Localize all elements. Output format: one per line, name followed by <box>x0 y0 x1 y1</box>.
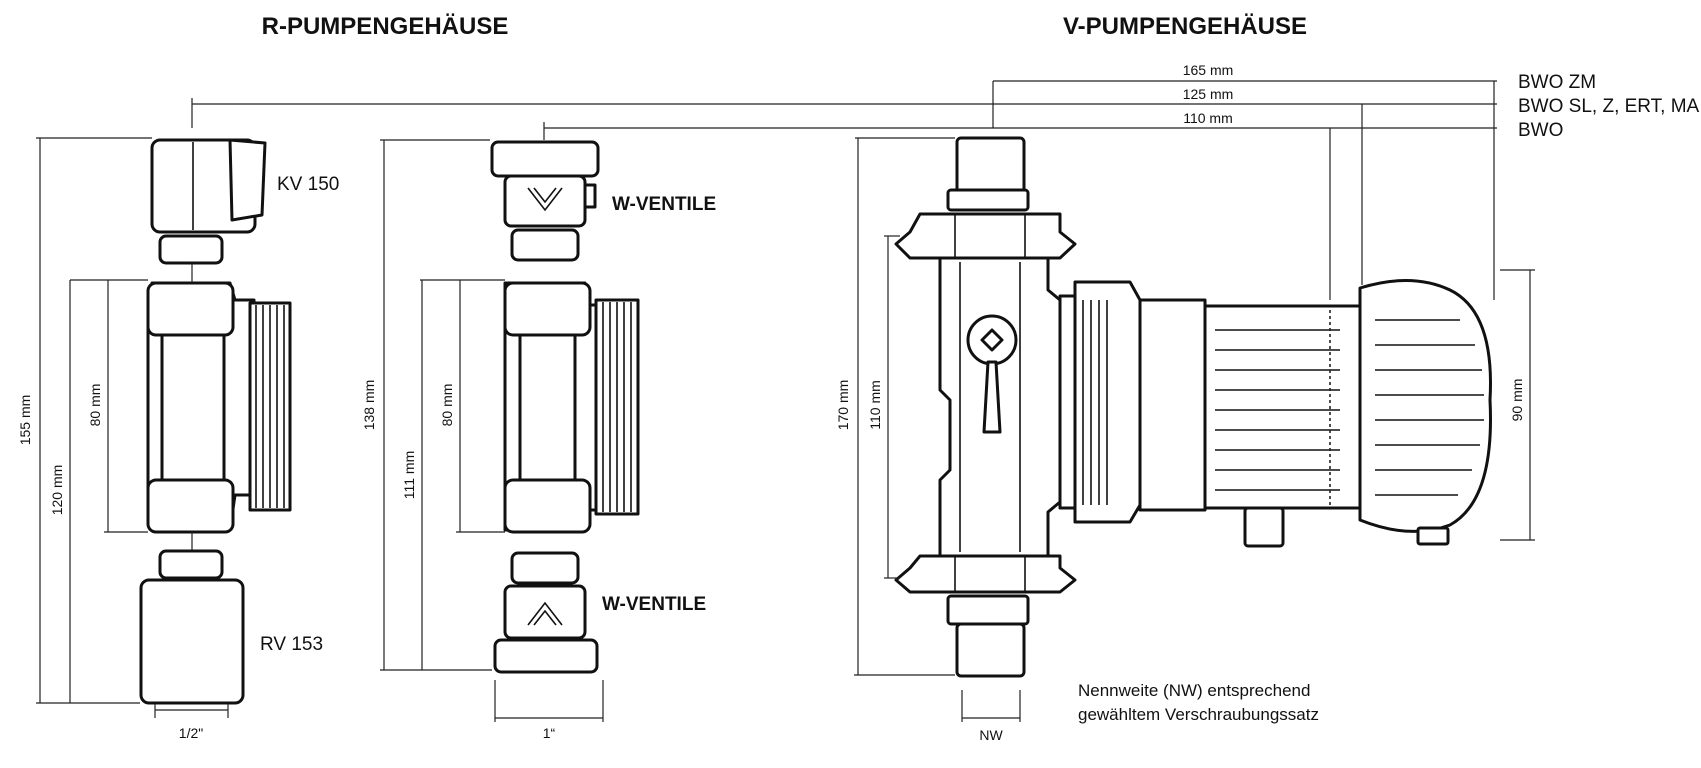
w-dim-outer: 111 mm <box>401 451 417 500</box>
v-dim-nw: NW <box>979 727 1003 743</box>
note-line-1: Nennweite (NW) entsprechend <box>1078 681 1310 700</box>
label-w-valve-top: W-VENTILE <box>612 194 716 215</box>
title-v-housing: V-PUMPENGEHÄUSE <box>1063 13 1307 40</box>
w-dim-inner: 80 mm <box>439 384 455 427</box>
r-dim-thread: 1/2" <box>179 725 203 741</box>
r-housing-drawing: 155 mm 120 mm 80 mm 1/2" KV 150 RV 153 <box>17 137 339 741</box>
model-bwo: BWO <box>1518 120 1563 141</box>
length-110: 110 mm <box>1183 110 1233 126</box>
v-dim-motor-height: 90 mm <box>1509 379 1525 422</box>
w-thread <box>602 302 632 512</box>
w-dim-thread: 1“ <box>543 725 556 741</box>
motor-length-dimensions: 165 mm 125 mm 110 mm BWO ZM BWO SL, Z, E… <box>191 62 1700 300</box>
endcap-ribs <box>1375 319 1484 496</box>
r-dim-outer: 120 mm <box>49 465 65 516</box>
note-line-2: gewähltem Verschraubungssatz <box>1078 705 1319 724</box>
label-rv153: RV 153 <box>260 634 323 655</box>
length-125: 125 mm <box>1183 86 1234 102</box>
r-dim-inner: 80 mm <box>87 384 103 427</box>
model-bwo-sl: BWO SL, Z, ERT, MA <box>1518 96 1700 117</box>
title-r-housing: R-PUMPENGEHÄUSE <box>262 13 509 40</box>
v-flange-thread <box>1082 300 1108 505</box>
label-w-valve-bottom: W-VENTILE <box>602 594 706 615</box>
w-dim-total: 138 mm <box>361 380 377 431</box>
v-housing-drawing: 170 mm 110 mm 90 mm NW Nennweite (NW) en… <box>835 136 1535 743</box>
r-dim-total: 155 mm <box>17 395 33 446</box>
motor-ribs <box>1215 329 1340 491</box>
r-thread <box>255 305 285 508</box>
v-dim-inner: 110 mm <box>867 380 883 430</box>
v-dim-total: 170 mm <box>835 380 851 431</box>
length-165: 165 mm <box>1183 62 1234 78</box>
label-kv150: KV 150 <box>277 174 339 195</box>
w-valve-drawing: 138 mm 111 mm 80 mm 1“ W-VENTILE W-VENTI… <box>361 139 716 741</box>
model-bwo-zm: BWO ZM <box>1518 72 1596 93</box>
